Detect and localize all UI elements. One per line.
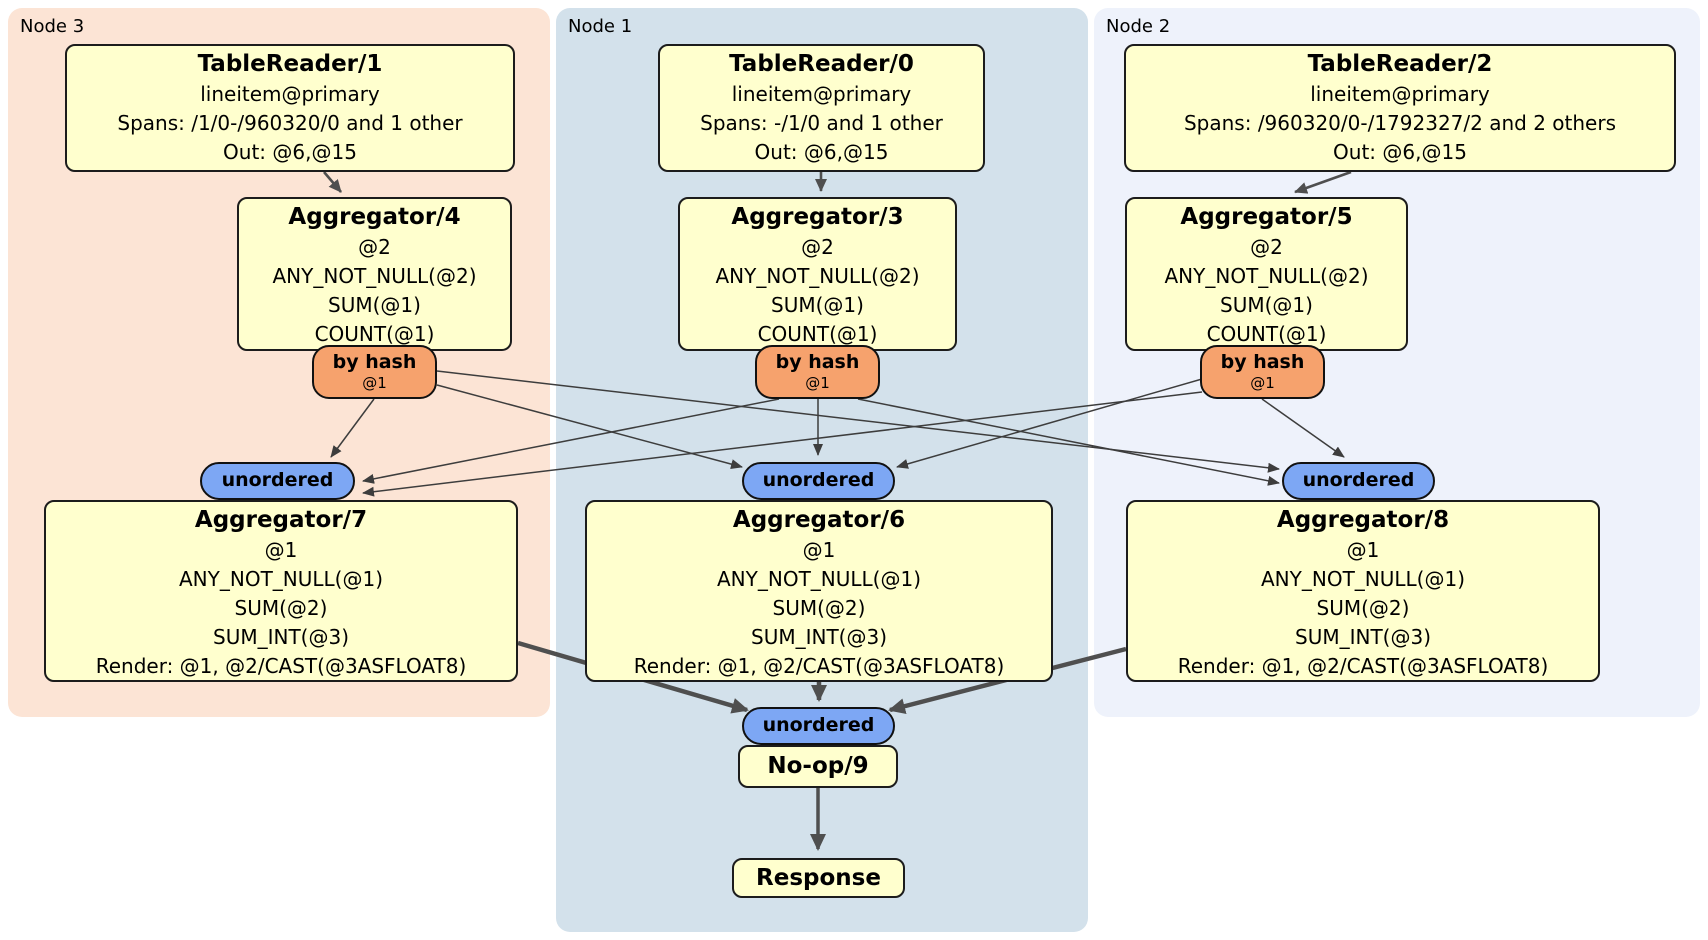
- tablereader1-box: TableReader/1 lineitem@primary Spans: /1…: [65, 44, 515, 172]
- aggregator5-title: Aggregator/5: [1180, 204, 1353, 230]
- aggregator7-render: Render: @1, @2/CAST(@3ASFLOAT8): [95, 654, 467, 678]
- aggregator7-group-cols: @1: [264, 538, 298, 562]
- byhash-left-column: @1: [362, 374, 387, 392]
- aggregator8-title: Aggregator/8: [1276, 507, 1450, 533]
- aggregator6-title: Aggregator/6: [732, 507, 906, 533]
- response-title: Response: [756, 865, 881, 891]
- unordered-bottom-sync: unordered: [742, 707, 895, 745]
- tablereader2-index: lineitem@primary: [1310, 82, 1490, 106]
- tablereader1-title: TableReader/1: [197, 51, 383, 77]
- aggregator5-fn1: ANY_NOT_NULL(@2): [1164, 264, 1369, 288]
- tablereader2-spans: Spans: /960320/0-/1792327/2 and 2 others: [1183, 111, 1616, 135]
- byhash-left-label: by hash: [332, 351, 417, 373]
- aggregator3-fn2: SUM(@1): [771, 293, 864, 317]
- unordered-center-sync: unordered: [742, 462, 895, 500]
- aggregator4-title: Aggregator/4: [288, 204, 461, 230]
- aggregator7-title: Aggregator/7: [194, 507, 368, 533]
- node2-label: Node 2: [1106, 16, 1171, 37]
- byhash-left-router: by hash @1: [312, 345, 437, 399]
- aggregator4-fn2: SUM(@1): [328, 293, 421, 317]
- aggregator4-fn3: COUNT(@1): [314, 322, 435, 346]
- byhash-right-router: by hash @1: [1200, 345, 1325, 399]
- aggregator3-title: Aggregator/3: [731, 204, 904, 230]
- aggregator6-render: Render: @1, @2/CAST(@3ASFLOAT8): [633, 654, 1005, 678]
- tablereader0-spans: Spans: -/1/0 and 1 other: [700, 111, 943, 135]
- byhash-right-column: @1: [1250, 374, 1275, 392]
- tablereader1-index: lineitem@primary: [200, 82, 380, 106]
- aggregator6-fn2: SUM(@2): [772, 596, 866, 620]
- unordered-right-sync: unordered: [1282, 462, 1435, 500]
- unordered-left-sync: unordered: [200, 462, 355, 500]
- tablereader0-out: Out: @6,@15: [754, 140, 889, 164]
- aggregator7-fn3: SUM_INT(@3): [213, 625, 349, 649]
- aggregator5-box: Aggregator/5 @2 ANY_NOT_NULL(@2) SUM(@1)…: [1125, 197, 1408, 351]
- response-box: Response: [732, 858, 905, 898]
- tablereader2-out: Out: @6,@15: [1333, 140, 1467, 164]
- noop-title: No-op/9: [767, 753, 869, 779]
- aggregator7-fn2: SUM(@2): [234, 596, 328, 620]
- node1-label: Node 1: [568, 16, 633, 37]
- aggregator8-fn1: ANY_NOT_NULL(@1): [1261, 567, 1465, 591]
- aggregator8-render: Render: @1, @2/CAST(@3ASFLOAT8): [1177, 654, 1549, 678]
- aggregator5-fn2: SUM(@1): [1220, 293, 1313, 317]
- aggregator6-fn3: SUM_INT(@3): [751, 625, 887, 649]
- byhash-center-router: by hash @1: [755, 345, 880, 399]
- aggregator5-group-cols: @2: [1250, 235, 1283, 259]
- byhash-right-label: by hash: [1220, 351, 1305, 373]
- tablereader0-title: TableReader/0: [729, 51, 914, 77]
- noop-box: No-op/9: [738, 745, 898, 788]
- aggregator4-group-cols: @2: [358, 235, 391, 259]
- aggregator3-fn3: COUNT(@1): [757, 322, 878, 346]
- aggregator6-box: Aggregator/6 @1 ANY_NOT_NULL(@1) SUM(@2)…: [585, 500, 1053, 682]
- aggregator8-box: Aggregator/8 @1 ANY_NOT_NULL(@1) SUM(@2)…: [1126, 500, 1600, 682]
- node3-label: Node 3: [20, 16, 85, 37]
- aggregator6-group-cols: @1: [802, 538, 836, 562]
- tablereader2-box: TableReader/2 lineitem@primary Spans: /9…: [1124, 44, 1676, 172]
- aggregator8-fn2: SUM(@2): [1316, 596, 1410, 620]
- aggregator3-fn1: ANY_NOT_NULL(@2): [715, 264, 920, 288]
- tablereader0-box: TableReader/0 lineitem@primary Spans: -/…: [658, 44, 985, 172]
- tablereader2-title: TableReader/2: [1307, 51, 1493, 77]
- aggregator3-box: Aggregator/3 @2 ANY_NOT_NULL(@2) SUM(@1)…: [678, 197, 957, 351]
- tablereader1-out: Out: @6,@15: [223, 140, 357, 164]
- aggregator8-group-cols: @1: [1346, 538, 1380, 562]
- tablereader1-spans: Spans: /1/0-/960320/0 and 1 other: [117, 111, 463, 135]
- byhash-center-label: by hash: [775, 351, 860, 373]
- aggregator5-fn3: COUNT(@1): [1206, 322, 1327, 346]
- aggregator4-fn1: ANY_NOT_NULL(@2): [272, 264, 477, 288]
- aggregator4-box: Aggregator/4 @2 ANY_NOT_NULL(@2) SUM(@1)…: [237, 197, 512, 351]
- aggregator7-box: Aggregator/7 @1 ANY_NOT_NULL(@1) SUM(@2)…: [44, 500, 518, 682]
- byhash-center-column: @1: [805, 374, 830, 392]
- aggregator8-fn3: SUM_INT(@3): [1295, 625, 1431, 649]
- aggregator6-fn1: ANY_NOT_NULL(@1): [717, 567, 921, 591]
- aggregator3-group-cols: @2: [801, 235, 834, 259]
- tablereader0-index: lineitem@primary: [731, 82, 912, 106]
- aggregator7-fn1: ANY_NOT_NULL(@1): [179, 567, 383, 591]
